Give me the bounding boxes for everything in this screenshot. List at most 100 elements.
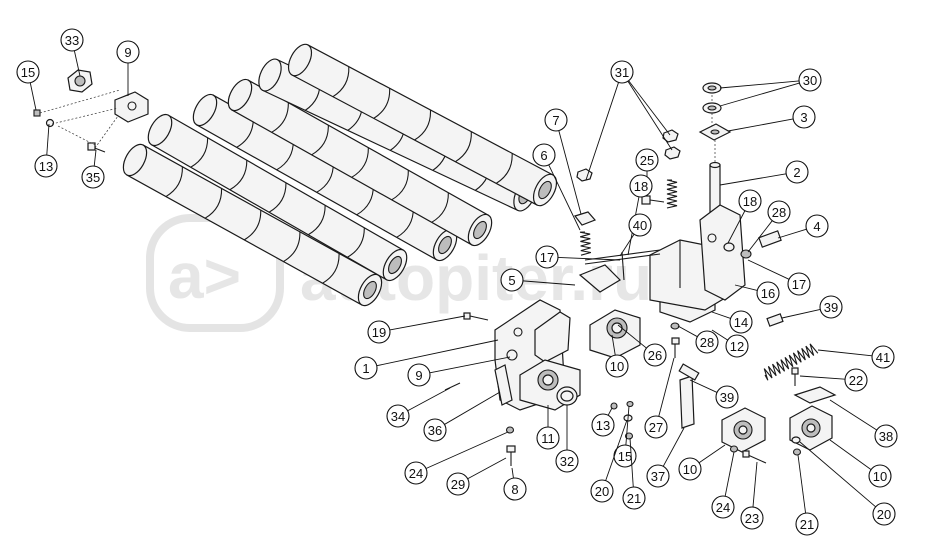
callout-20: 20	[799, 441, 896, 526]
callout-27: 27	[644, 357, 675, 439]
callout-40: 40	[619, 213, 652, 257]
callout-label: 9	[124, 45, 131, 60]
callout-label: 32	[560, 454, 574, 469]
callout-8: 8	[503, 467, 527, 501]
callout-19: 19	[367, 315, 466, 344]
callout-34: 34	[386, 387, 451, 428]
nut-31-c	[576, 168, 593, 182]
callout-label: 10	[683, 462, 697, 477]
callout-9: 9	[407, 356, 511, 387]
nut-24-right	[729, 445, 739, 453]
upper-hardware	[573, 82, 819, 381]
nut-31-a	[662, 129, 679, 143]
callout-label: 37	[651, 469, 665, 484]
callout-26: 26	[617, 324, 667, 367]
bolt-23	[742, 450, 767, 464]
nut-21-center	[624, 432, 634, 440]
callout-38: 38	[829, 399, 898, 448]
callout-label: 15	[618, 449, 632, 464]
callout-29: 29	[446, 457, 507, 496]
roller-1	[122, 143, 383, 307]
callout-1: 1	[354, 339, 499, 380]
callout-label: 16	[761, 286, 775, 301]
callout-label: 41	[876, 350, 890, 365]
callout-16: 16	[734, 281, 780, 305]
callout-13: 13	[34, 123, 58, 178]
washer-3	[698, 123, 732, 141]
nut-24-left	[505, 426, 515, 434]
callout-3: 3	[727, 105, 816, 132]
screw-15	[33, 109, 41, 117]
callout-label: 11	[541, 431, 555, 446]
spring-6	[579, 231, 592, 256]
support-37	[679, 375, 695, 429]
callout-25: 25	[635, 148, 659, 196]
pin-34	[444, 382, 461, 391]
callout-label: 6	[540, 148, 547, 163]
callout-label: 17	[792, 277, 806, 292]
callout-label: 38	[879, 429, 893, 444]
bolt-22	[791, 367, 799, 386]
callout-6: 6	[532, 143, 581, 231]
callout-label: 40	[633, 218, 647, 233]
callout-24: 24	[711, 451, 735, 519]
washer-13	[45, 118, 55, 128]
bolt-19	[463, 312, 489, 321]
callout-label: 39	[824, 300, 838, 315]
callout-label: 35	[86, 170, 100, 185]
callout-label: 12	[730, 339, 744, 354]
callout-30: 30	[719, 68, 822, 107]
nut-28-center	[670, 322, 680, 330]
washer-18-right	[723, 242, 735, 252]
callout-5: 5	[500, 268, 576, 292]
callout-10: 10	[605, 334, 629, 378]
callout-label: 21	[627, 491, 641, 506]
callout-label: 14	[734, 315, 748, 330]
nut-31-b	[664, 146, 681, 160]
callout-10: 10	[678, 444, 726, 481]
callout-39: 39	[781, 295, 843, 319]
callout-23: 23	[740, 461, 764, 530]
callout-2: 2	[719, 160, 809, 186]
callout-label: 31	[615, 65, 629, 80]
callout-31: 31	[585, 60, 673, 181]
screw-29	[506, 445, 516, 466]
callout-label: 15	[21, 65, 35, 80]
washer-32	[556, 386, 578, 406]
callout-label: 27	[649, 420, 663, 435]
pin-4	[758, 230, 782, 248]
callout-label: 17	[540, 250, 554, 265]
callout-label: 7	[552, 113, 559, 128]
watermark-logo-mark: a>	[168, 240, 241, 312]
callout-10: 10	[829, 439, 892, 488]
nut-30-b	[702, 102, 722, 114]
callout-21: 21	[622, 437, 646, 510]
callout-24: 24	[404, 431, 509, 485]
callout-label: 10	[873, 469, 887, 484]
callout-9: 9	[116, 40, 140, 96]
callout-36: 36	[423, 391, 501, 442]
callout-22: 22	[799, 368, 868, 392]
callout-label: 30	[803, 73, 817, 88]
callout-label: 1	[362, 361, 369, 376]
lever-16	[699, 204, 746, 301]
spring-25	[666, 179, 678, 209]
callout-label: 28	[772, 205, 786, 220]
callout-label: 8	[511, 482, 518, 497]
callout-label: 19	[372, 325, 386, 340]
plate-38	[793, 386, 837, 404]
callout-label: 34	[391, 409, 405, 424]
nut-28-right	[740, 249, 752, 259]
callout-label: 26	[648, 348, 662, 363]
callout-17: 17	[535, 245, 621, 269]
callout-label: 3	[800, 110, 807, 125]
callout-41: 41	[817, 345, 895, 369]
washer-13-center	[610, 402, 618, 410]
callout-label: 5	[508, 273, 515, 288]
bolt-18-top	[621, 251, 625, 281]
clip-7	[573, 211, 597, 226]
parts-top-left	[33, 69, 149, 153]
callout-label: 33	[65, 33, 79, 48]
callout-11: 11	[536, 405, 560, 450]
callout-17: 17	[747, 259, 811, 296]
